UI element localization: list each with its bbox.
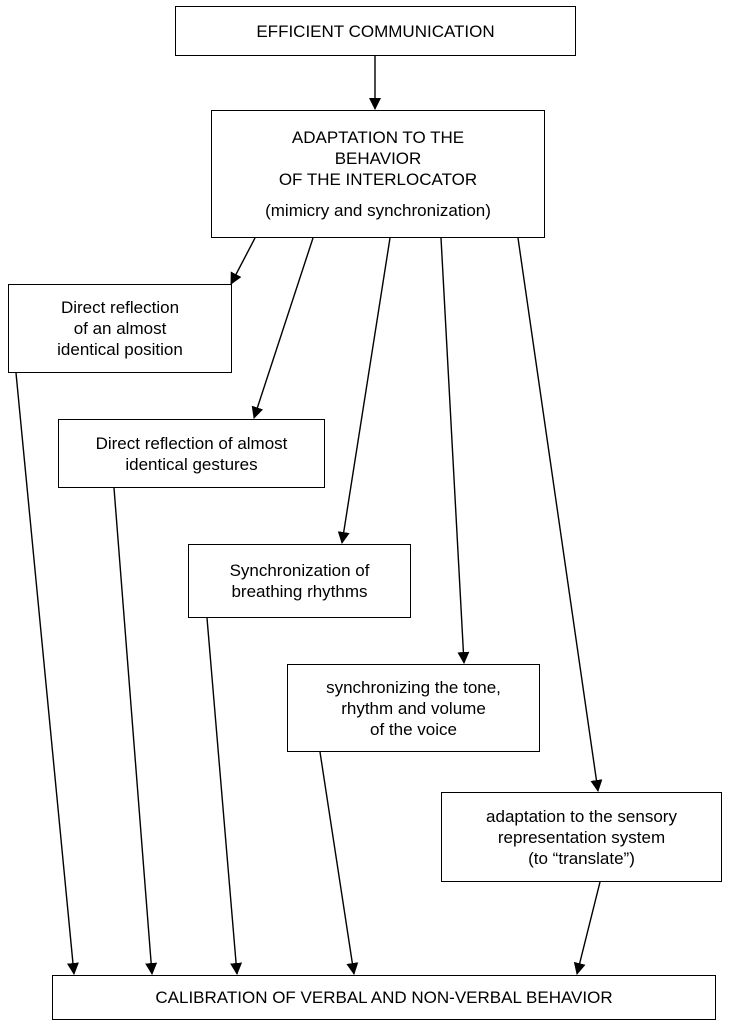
box-subtitle: (mimicry and synchronization) <box>265 201 491 220</box>
arrow-adaptation-to-breathing <box>337 237 391 544</box>
box-label-line: adaptation to the sensory <box>486 806 677 826</box>
arrow-adaptation-to-gestures <box>251 237 314 419</box>
voice-sync-box: synchronizing the tone, rhythm and volum… <box>287 664 540 752</box>
box-label: CALIBRATION OF VERBAL AND NON-VERBAL BEH… <box>155 988 613 1007</box>
box-label-line: identical position <box>57 340 183 359</box>
position-reflection-box: Direct reflection of an almost identical… <box>8 284 232 373</box>
arrow-sensory-to-calibration <box>573 881 601 975</box>
box-label-line: identical gestures <box>125 454 258 474</box>
arrow-adaptation-to-position <box>230 237 256 285</box>
box-label: EFFICIENT COMMUNICATION <box>256 21 495 41</box>
efficient-communication-box: EFFICIENT COMMUNICATION <box>175 6 576 56</box>
box-label-line: ADAPTATION TO THE <box>291 128 465 147</box>
arrow-gestures-to-calibration <box>113 487 158 975</box>
arrow-breathing-to-calibration <box>206 617 243 975</box>
calibration-box: CALIBRATION OF VERBAL AND NON-VERBAL BEH… <box>52 975 716 1020</box>
gestures-reflection-box: Direct reflection of almost identical ge… <box>58 419 325 488</box>
box-label-line: rhythm and volume <box>341 698 486 718</box>
box-label-line: BEHAVIOR <box>334 149 422 168</box>
box-label-line: breathing rhythms <box>231 582 368 601</box>
box-label-line: Direct reflection of almost <box>95 433 288 453</box>
box-label-line: OF THE INTERLOCATOR <box>278 170 478 189</box>
box-label-line: of the voice <box>370 719 457 739</box>
box-label-line: representation system <box>497 827 666 847</box>
adaptation-box: ADAPTATION TO THE BEHAVIOR OF THE INTERL… <box>211 110 545 238</box>
box-label-line: Direct reflection <box>60 298 180 317</box>
arrow-position-to-calibration <box>15 372 79 975</box>
box-label-line: (to “translate”) <box>528 848 635 868</box>
box-label-line: Synchronization of <box>229 561 370 580</box>
box-label-line: of an almost <box>73 319 167 338</box>
sensory-adaptation-box: adaptation to the sensory representation… <box>441 792 722 882</box>
arrow-adaptation-to-voice <box>440 237 470 664</box>
arrow-voice-to-calibration <box>319 751 359 975</box>
breathing-sync-box: Synchronization of breathing rhythms <box>188 544 411 618</box>
box-label-line: synchronizing the tone, <box>326 677 501 697</box>
arrow-adaptation-to-sensory <box>517 237 603 792</box>
